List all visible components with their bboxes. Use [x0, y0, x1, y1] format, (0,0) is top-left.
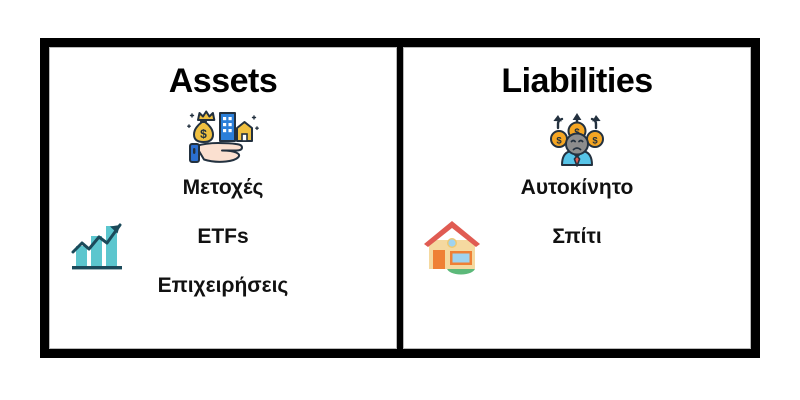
money-bag-and-buildings-in-hand-icon: $ — [180, 104, 266, 168]
svg-text:$: $ — [592, 136, 598, 147]
svg-text:$: $ — [556, 136, 562, 147]
panel-title-assets: Assets — [168, 62, 278, 100]
house-icon — [420, 216, 484, 276]
list-item[interactable]: Σπίτι — [552, 225, 602, 249]
liabilities-item-list: Αυτοκίνητο Σπίτι — [404, 176, 750, 248]
assets-liabilities-frame: Assets — [40, 38, 760, 358]
panel-assets[interactable]: Assets — [49, 47, 397, 349]
list-item[interactable]: Μετοχές — [182, 176, 264, 199]
list-item[interactable]: ETFs — [197, 225, 249, 249]
worried-person-losing-money-icon: $ $ $ — [534, 104, 620, 168]
panel-title-liabilities: Liabilities — [501, 62, 653, 100]
growth-bar-chart-icon — [64, 208, 134, 274]
list-item[interactable]: Αυτοκίνητο — [520, 176, 634, 199]
list-item[interactable]: Επιχειρήσεις — [157, 274, 289, 298]
assets-item-list: Μετοχές ETFs Επιχειρήσεις — [50, 176, 396, 297]
panel-liabilities[interactable]: Liabilities — [403, 47, 751, 349]
svg-text:$: $ — [200, 127, 207, 141]
